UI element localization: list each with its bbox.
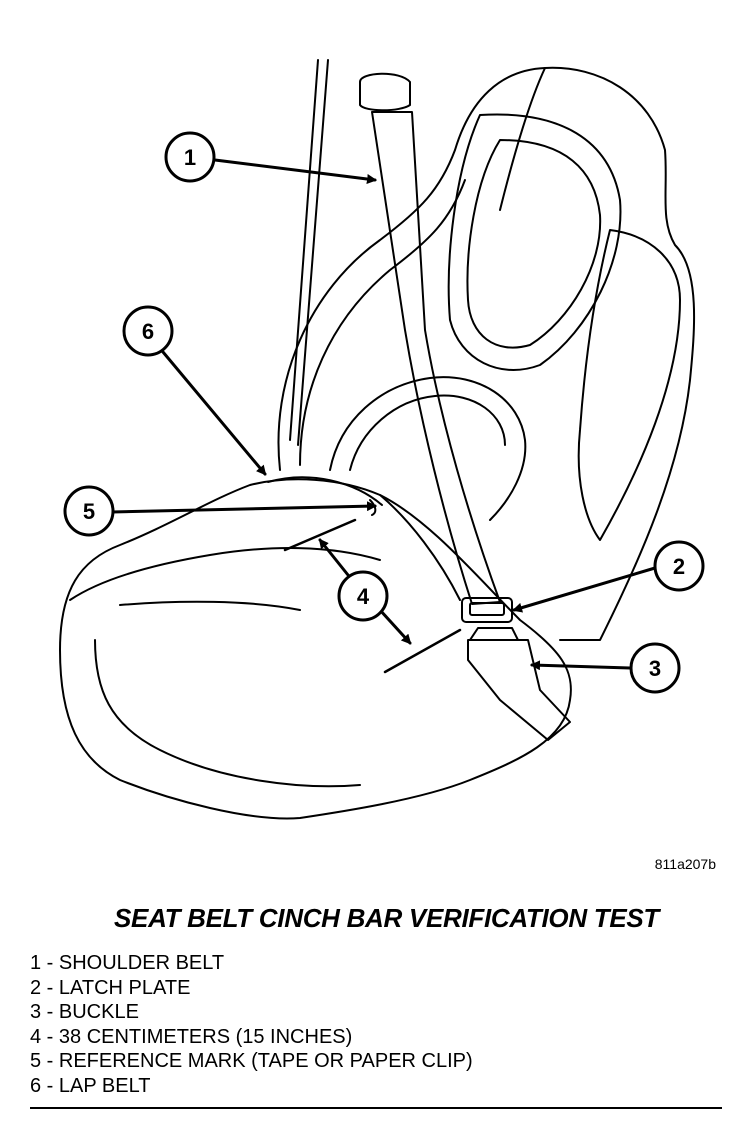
seat-belt-illustration: 1 2 3 4 5 6 bbox=[59, 59, 705, 820]
callout-3: 3 bbox=[629, 642, 681, 694]
callout-5: 5 bbox=[63, 485, 115, 537]
shoulder-belt bbox=[359, 72, 501, 605]
callout-2-label: 2 bbox=[673, 554, 685, 579]
callout-1: 1 bbox=[164, 131, 216, 183]
pillar-lines bbox=[289, 59, 329, 446]
figure-title: SEAT BELT CINCH BAR VERIFICATION TEST bbox=[114, 903, 660, 933]
callout-3-label: 3 bbox=[649, 656, 661, 681]
latch-plate bbox=[461, 597, 513, 623]
callout-4: 4 bbox=[337, 570, 389, 622]
seat-cushion bbox=[59, 478, 572, 820]
legend-item-2: 2 - LATCH PLATE bbox=[30, 976, 191, 999]
legend-item-4: 4 - 38 CENTIMETERS (15 INCHES) bbox=[30, 1025, 353, 1048]
callout-6-label: 6 bbox=[142, 319, 154, 344]
callout-1-label: 1 bbox=[184, 145, 196, 170]
legend: 1 - SHOULDER BELT 2 - LATCH PLATE 3 - BU… bbox=[30, 951, 473, 1099]
callout-6: 6 bbox=[122, 305, 174, 357]
legend-item-1: 1 - SHOULDER BELT bbox=[30, 952, 225, 974]
measurement-marks bbox=[283, 518, 462, 674]
callout-5-label: 5 bbox=[83, 499, 95, 524]
buckle bbox=[467, 627, 571, 741]
leader-lines bbox=[110, 158, 657, 671]
callout-4-label: 4 bbox=[357, 584, 370, 609]
bottom-rule bbox=[30, 1107, 722, 1109]
legend-item-3: 3 - BUCKLE bbox=[30, 1001, 139, 1024]
figure-code: 811a207b bbox=[654, 856, 716, 872]
seat-back bbox=[277, 66, 696, 641]
legend-item-6: 6 - LAP BELT bbox=[30, 1074, 151, 1097]
callout-2: 2 bbox=[653, 540, 705, 592]
legend-item-5: 5 - REFERENCE MARK (TAPE OR PAPER CLIP) bbox=[30, 1050, 473, 1073]
